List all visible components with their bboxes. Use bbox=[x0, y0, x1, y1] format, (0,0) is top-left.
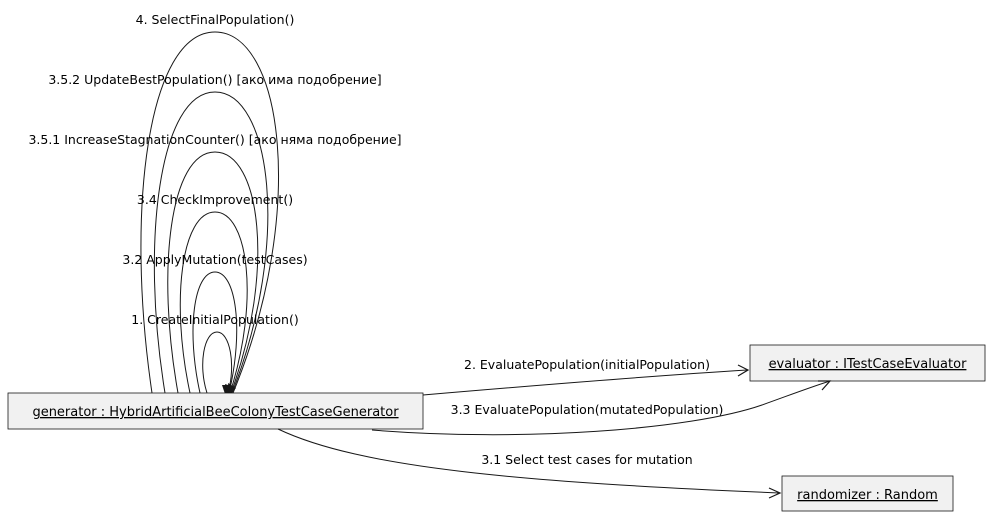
message-label-2: 2. EvaluatePopulation(initialPopulation) bbox=[464, 357, 710, 372]
message-label-3-4: 3.4 CheckImprovement() bbox=[137, 192, 293, 207]
self-loop-3-5-2 bbox=[153, 91, 269, 394]
evaluator-object-label: evaluator : ITestCaseEvaluator bbox=[769, 357, 968, 372]
link-evaluate-mutated bbox=[371, 380, 832, 436]
link-evaluate-initial bbox=[422, 364, 750, 396]
self-loop-4 bbox=[140, 31, 279, 394]
message-label-3-5-2: 3.5.2 UpdateBestPopulation() [ако има по… bbox=[48, 72, 381, 87]
message-label-3-5-1: 3.5.1 IncreaseStagnationCounter() [ако н… bbox=[28, 132, 401, 147]
message-label-1: 1. CreateInitialPopulation() bbox=[131, 312, 298, 327]
self-loop-3-5-1 bbox=[167, 151, 259, 394]
message-label-3-2: 3.2 ApplyMutation(testCases) bbox=[122, 252, 307, 267]
link-select-mutation bbox=[277, 428, 782, 499]
message-label-3-1: 3.1 Select test cases for mutation bbox=[481, 452, 692, 467]
generator-object-label: generator : HybridArtificialBeeColonyTes… bbox=[32, 405, 399, 420]
evaluator-object[interactable]: evaluator : ITestCaseEvaluator bbox=[749, 344, 986, 382]
self-loop-1 bbox=[202, 331, 233, 394]
self-loop-3-2 bbox=[192, 271, 238, 394]
generator-object[interactable]: generator : HybridArtificialBeeColonyTes… bbox=[7, 392, 424, 430]
randomizer-object[interactable]: randomizer : Random bbox=[781, 475, 954, 512]
self-loop-3-4 bbox=[179, 211, 248, 394]
message-label-3-3: 3.3 EvaluatePopulation(mutatedPopulation… bbox=[451, 402, 724, 417]
randomizer-object-label: randomizer : Random bbox=[797, 488, 938, 503]
message-label-4: 4. SelectFinalPopulation() bbox=[136, 12, 295, 27]
